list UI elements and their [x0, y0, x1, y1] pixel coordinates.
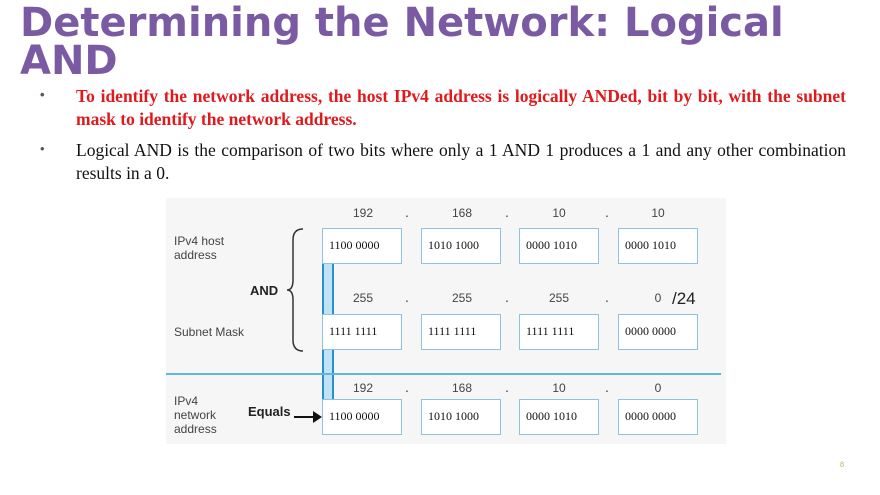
- network-octet-1: 192: [352, 381, 374, 395]
- network-octet-4: 0: [654, 381, 662, 395]
- separator-dot: .: [505, 289, 509, 305]
- mask-octet-3: 255: [548, 291, 570, 305]
- bullet-text: Logical AND is the comparison of two bit…: [76, 140, 846, 183]
- bullet-item: • To identify the network address, the h…: [40, 85, 846, 131]
- host-octet-3: 10: [552, 206, 566, 220]
- host-binary-3: 0000 1010: [519, 228, 599, 264]
- separator-dot: .: [505, 204, 509, 220]
- network-octet-3: 10: [552, 381, 566, 395]
- network-label-line3: address: [174, 422, 217, 436]
- prefix-length: /24: [672, 289, 696, 308]
- network-octet-2: 168: [451, 381, 473, 395]
- bullet-item: • Logical AND is the comparison of two b…: [40, 139, 846, 185]
- host-label-line2: address: [174, 248, 217, 262]
- mask-octet-2: 255: [451, 291, 473, 305]
- brace-icon: [286, 228, 304, 352]
- mask-binary-1: 1111 1111: [322, 314, 402, 350]
- and-label: AND: [250, 283, 279, 298]
- network-binary-2: 1010 1000: [421, 399, 501, 435]
- network-label-line2: network: [174, 408, 217, 422]
- separator-dot: .: [405, 289, 409, 305]
- separator-dot: .: [605, 379, 609, 395]
- page-number: 8: [840, 460, 844, 469]
- host-label-line1: IPv4 host: [174, 234, 225, 248]
- network-binary-4: 0000 0000: [618, 399, 698, 435]
- host-binary-2: 1010 1000: [421, 228, 501, 264]
- mask-binary-2: 1111 1111: [421, 314, 501, 350]
- network-binary-1: 1100 0000: [322, 399, 402, 435]
- separator-dot: .: [605, 289, 609, 305]
- equals-label: Equals: [248, 404, 291, 419]
- host-binary-4: 0000 1010: [618, 228, 698, 264]
- mask-octet-4: 0: [654, 291, 662, 305]
- bullet-marker: •: [40, 141, 45, 156]
- host-octet-4: 10: [651, 206, 665, 220]
- separator-dot: .: [405, 204, 409, 220]
- separator-dot: .: [405, 379, 409, 395]
- separator-dot: .: [605, 204, 609, 220]
- arrow-right-icon: [294, 411, 322, 423]
- separator-dot: .: [505, 379, 509, 395]
- bullet-list: • To identify the network address, the h…: [40, 85, 846, 193]
- subnet-mask-label: Subnet Mask: [174, 325, 245, 339]
- host-octet-2: 168: [451, 206, 473, 220]
- slide-title: Determining the Network: Logical AND: [20, 0, 784, 84]
- bullet-text: To identify the network address, the hos…: [76, 86, 846, 129]
- logical-and-diagram: IPv4 host address AND Subnet Mask IPv4 n…: [166, 198, 726, 444]
- network-binary-3: 0000 1010: [519, 399, 599, 435]
- mask-octet-1: 255: [352, 291, 374, 305]
- divider-line: [166, 373, 721, 375]
- host-binary-1: 1100 0000: [322, 228, 402, 264]
- mask-binary-3: 1111 1111: [519, 314, 599, 350]
- network-label-line1: IPv4: [174, 394, 199, 408]
- bullet-marker: •: [40, 87, 45, 102]
- host-octet-1: 192: [352, 206, 374, 220]
- mask-binary-4: 0000 0000: [618, 314, 698, 350]
